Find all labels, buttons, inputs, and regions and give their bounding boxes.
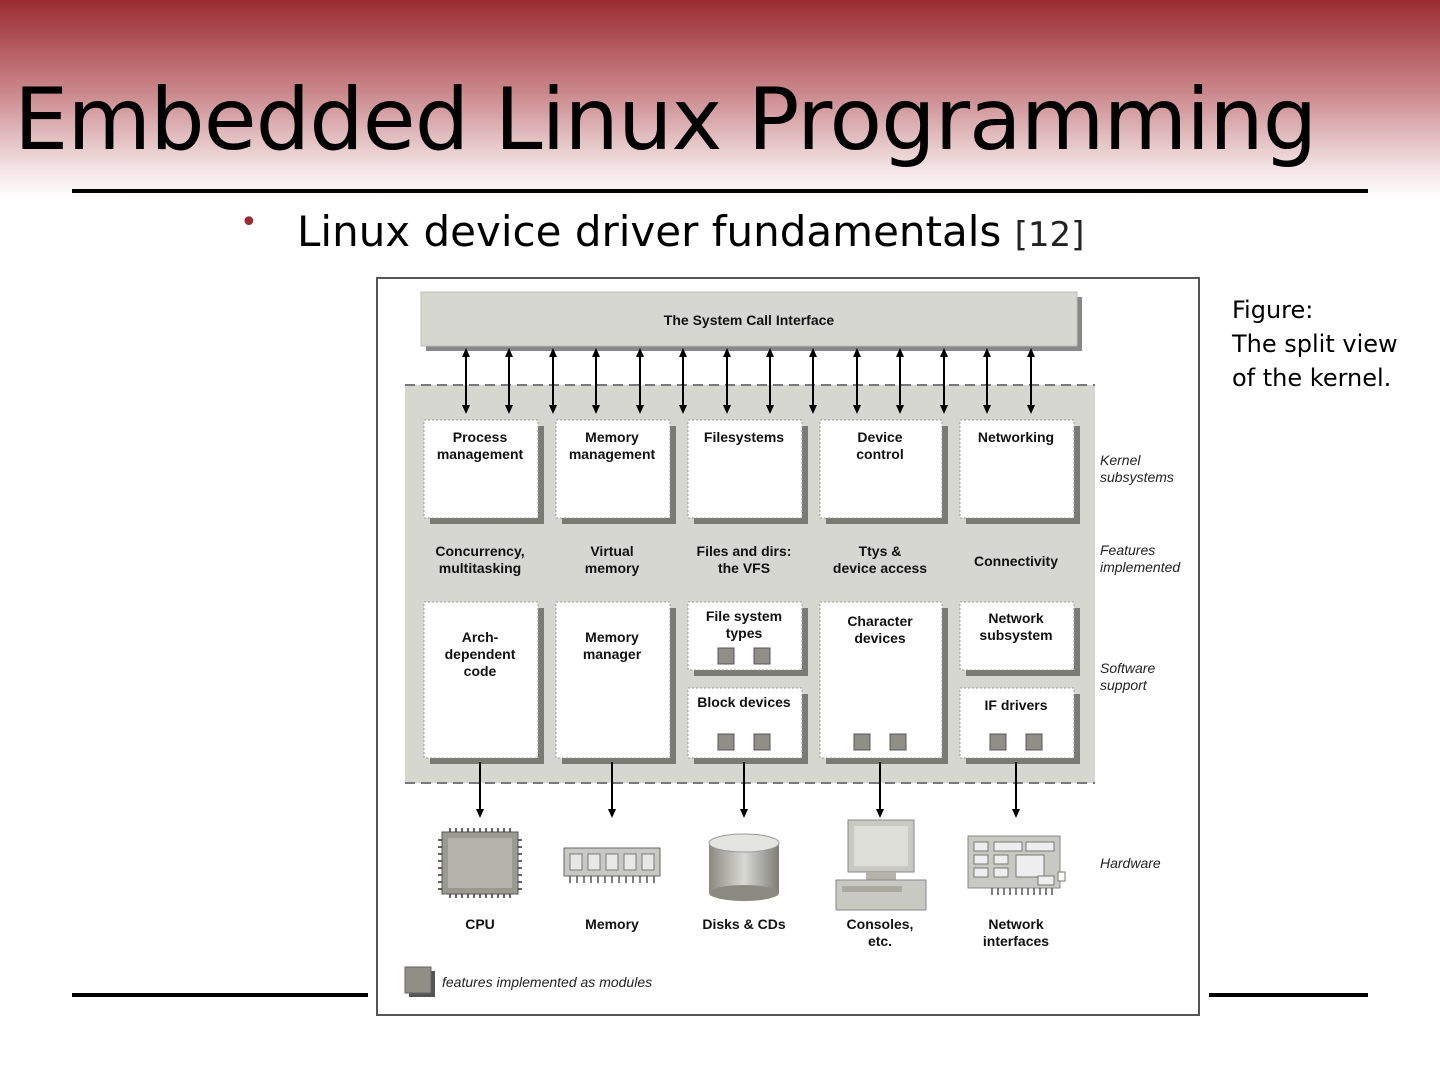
cpu-icon [438,828,522,898]
bottom-rule-right [1209,993,1368,997]
subsystem-box [819,419,943,519]
caption-line-3: of the kernel. [1232,364,1392,392]
hardware-label: Consoles,etc. [847,916,914,949]
subsystem-box [423,419,539,519]
syscall-arrows [462,348,1035,414]
arch-code-box [423,601,539,759]
bullet-item: Linux device driver fundamentals [12] [297,205,1084,262]
subsystem-box [687,419,803,519]
memory-module-icon [563,847,661,883]
caption-line-1: Figure: [1232,296,1314,324]
block-devices-label: Block devices [697,694,791,710]
caption-line-2: The split view [1232,330,1398,358]
console-icon [835,819,927,911]
block-module-square [753,733,771,751]
disk-icon [708,833,780,901]
hardware-arrows [476,762,1020,818]
if-module-square [1025,733,1043,751]
subsystem-box [959,419,1075,519]
side-label-hardware: Hardware [1100,855,1161,871]
slide-title: Embedded Linux Programming [14,70,1317,170]
feature-label: Ttys &device access [833,543,927,576]
hardware-label: Disks & CDs [702,916,785,932]
feature-label: Files and dirs:the VFS [697,543,792,576]
legend-label: features implemented as modules [442,974,652,990]
if-drivers-box [959,687,1075,759]
legend-module-swatch [404,966,432,994]
hardware-label: CPU [465,916,495,932]
memory-manager-box [555,601,671,759]
syscall-interface-box [420,291,1078,347]
fs-module-square [753,647,771,665]
fs-module-square [717,647,735,665]
char-devices-box [819,601,943,759]
char-module-square [853,733,871,751]
network-card-icon [967,835,1066,895]
if-drivers-label: IF drivers [984,697,1047,713]
feature-label: Connectivity [974,553,1058,569]
top-rule [72,189,1368,193]
char-module-square [889,733,907,751]
bullet-reference: [12] [1014,215,1085,255]
block-devices-box [687,687,803,759]
if-module-square [989,733,1007,751]
subsystem-label: Filesystems [704,429,784,445]
hardware-label: Memory [585,916,639,932]
syscall-interface-label: The System Call Interface [664,312,835,328]
bullet-icon: • [240,205,258,240]
bottom-rule-left [72,993,368,997]
bullet-text: Linux device driver fundamentals [297,207,1002,256]
block-module-square [717,733,735,751]
feature-label: Concurrency,multitasking [435,543,524,576]
hardware-labels: CPU Memory Disks & CDs Consoles,etc. Network… [465,916,1049,949]
subsystem-box [555,419,671,519]
net-subsystem-box [959,601,1075,671]
figure-caption: Figure: The split view of the kernel. [1232,293,1432,395]
header-band [0,0,1440,200]
subsystem-label: Networking [978,429,1054,445]
fs-types-box [687,601,803,671]
